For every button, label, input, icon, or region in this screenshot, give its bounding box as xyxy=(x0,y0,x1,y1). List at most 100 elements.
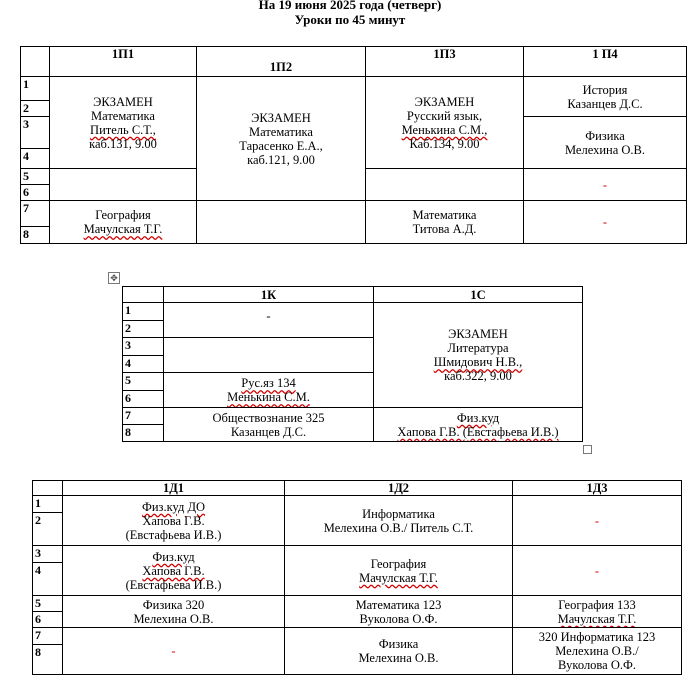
row-number: 4 xyxy=(20,148,50,169)
col-header-1p4: 1 П4 xyxy=(523,46,687,77)
cell-1d1-physics: Физика 320 Мелехина О.В. xyxy=(62,595,285,628)
cell-text: Информатика xyxy=(362,506,435,521)
cell-1p4-physics: Физика Мелехина О.В. xyxy=(523,116,687,169)
row-number: 7 xyxy=(122,407,164,425)
cell-text: Математика xyxy=(91,108,155,123)
col-header-1k: 1К xyxy=(163,286,374,303)
cell-text: Мачулская Т.Г. xyxy=(83,222,163,236)
cell-1d1-pe: Физ.куд ДО Хапова Г.В. (Евстафьева И.В.) xyxy=(62,495,285,546)
cell-text: История xyxy=(582,82,628,97)
cell-text: ЭКЗАМЕН xyxy=(93,94,153,109)
cell-1p1-empty xyxy=(49,168,197,201)
row-number: 3 xyxy=(32,545,63,563)
schedule-table-1d: 1Д1 1Д2 1Д3 1 Физ.куд ДО Хапова Г.В. (Ев… xyxy=(32,480,682,675)
cell-text: Мелехина О.В./ Питель С.Т. xyxy=(323,520,474,535)
row-number: 3 xyxy=(20,116,50,149)
cell-text: Вуколова О.Ф. xyxy=(359,611,438,626)
cell-text: Мелехина О.В./ xyxy=(555,644,639,658)
cell-text: Мелехина О.В. xyxy=(564,142,646,157)
cell-text: (Евстафьева И.В.) xyxy=(125,577,222,592)
row-number: 5 xyxy=(20,168,50,185)
cell-1p1-exam: ЭКЗАМЕН Математика Питель С.Т., каб.131,… xyxy=(49,76,197,169)
cell-text: Мачулская Т.Г. xyxy=(359,570,438,585)
cell-text: Физ.куд ДО xyxy=(141,499,206,514)
col-header-1p3: 1П3 xyxy=(365,46,524,77)
cell-text: ЭКЗАМЕН xyxy=(448,327,508,341)
cell-1p4-dash: - xyxy=(523,200,687,244)
row-number: 4 xyxy=(122,355,164,373)
schedule-table-1p: 1П1 1П2 1П3 1 П4 1 ЭКЗАМЕН Математика Пи… xyxy=(20,46,687,244)
row-number: 5 xyxy=(32,595,63,612)
row-number: 6 xyxy=(20,184,50,201)
cell-text: Мелехина О.В. xyxy=(358,651,439,665)
row-number: 5 xyxy=(122,372,164,391)
cell-1p3-exam: ЭКЗАМЕН Русский язык, Менькина С.М., Каб… xyxy=(365,76,524,169)
row-number: 3 xyxy=(122,337,164,356)
cell-1c-exam: ЭКЗАМЕН Литература Шмидович Н.В., каб.32… xyxy=(373,302,583,408)
cell-1k-social: Обществознание 325 Казанцев Д.С. xyxy=(163,407,374,442)
lesson-duration-title: Уроки по 45 минут xyxy=(294,12,406,27)
cell-text: Менькина С.М. xyxy=(227,390,310,404)
col-header-1p2: 1П2 xyxy=(196,46,366,77)
schedule-table-1k-1c: 1К 1С 1 - ЭКЗАМЕН Литература Шмидович Н.… xyxy=(122,286,583,442)
cell-1k-dash: - xyxy=(163,302,374,338)
cell-text: Каб.134, 9.00 xyxy=(409,136,480,151)
row-number: 4 xyxy=(32,562,63,596)
cell-text: Казанцев Д.С. xyxy=(230,424,307,439)
cell-text: Вуколова О.Ф. xyxy=(558,658,636,672)
cell-text: ЭКЗАМЕН xyxy=(251,110,311,125)
cell-text: Хапова Г.В. xyxy=(142,513,205,528)
cell-1d1-pe: Физ.куд Хапова Г.В. (Евстафьева И.В.) xyxy=(62,545,285,596)
cell-1k-russian: Рус.яз 134 Менькина С.М. xyxy=(163,372,374,408)
cell-text: Физика xyxy=(585,128,625,143)
cell-text: Обществознание 325 xyxy=(212,410,325,425)
schedule-date-title: На 19 июня 2025 года (четверг) xyxy=(258,0,442,12)
row-number: 8 xyxy=(32,644,63,675)
row-number: 2 xyxy=(122,320,164,338)
col-header-1d3: 1Д3 xyxy=(512,480,682,496)
cell-1c-pe: Физ.куд Хапова Г.В. (Евстафьева И.В.) xyxy=(373,407,583,442)
cell-text: Казанцев Д.С. xyxy=(567,96,643,111)
cell-1d1-dash: - xyxy=(62,627,285,675)
cell-text: Титова А.Д. xyxy=(412,222,477,236)
row-number: 1 xyxy=(32,495,63,513)
cell-1d3-dash: - xyxy=(512,545,682,596)
cell-text: Физ.куд xyxy=(152,549,195,564)
cell-text: каб.131, 9.00 xyxy=(89,136,157,151)
cell-1d3-dash: - xyxy=(512,495,682,546)
table-move-handle-icon[interactable]: ✥ xyxy=(108,272,120,284)
cell-1p3-empty xyxy=(365,168,524,201)
col-header-1d1: 1Д1 xyxy=(62,480,285,496)
cell-text: Хапова Г.В. xyxy=(142,563,205,578)
cell-1d3-geography: География 133 Мачулская Т.Г. xyxy=(512,595,682,628)
corner-cell xyxy=(32,480,63,496)
row-number: 1 xyxy=(20,76,50,101)
row-number: 8 xyxy=(122,424,164,442)
table-resize-handle-icon[interactable] xyxy=(583,445,592,454)
cell-text: Менькина С.М., xyxy=(401,122,488,137)
cell-text: Русский язык, xyxy=(406,108,483,123)
cell-1p2-exam: ЭКЗАМЕН Математика Тарасенко Е.А., каб.1… xyxy=(196,76,366,201)
cell-text: каб.322, 9.00 xyxy=(444,369,512,383)
cell-text: Шмидович Н.В., xyxy=(433,355,523,369)
cell-text: Хапова Г.В. (Евстафьева И.В.) xyxy=(397,424,559,439)
cell-1p3-math: Математика Титова А.Д. xyxy=(365,200,524,244)
cell-text: Мелехина О.В. xyxy=(133,611,214,626)
cell-text: Физика xyxy=(378,637,419,651)
row-number: 2 xyxy=(20,100,50,117)
row-number: 7 xyxy=(20,200,50,227)
cell-text: Литература xyxy=(447,341,509,355)
cell-1d2-math: Математика 123 Вуколова О.Ф. xyxy=(284,595,513,628)
row-number: 6 xyxy=(122,390,164,408)
cell-text: Рус.яз 134 xyxy=(241,376,296,390)
cell-text: 320 Информатика 123 xyxy=(538,630,656,644)
cell-1d2-geography: География Мачулская Т.Г. xyxy=(284,545,513,596)
col-header-1p1: 1П1 xyxy=(49,46,197,77)
cell-1d2-physics: Физика Мелехина О.В. xyxy=(284,627,513,675)
cell-text: Математика xyxy=(412,208,477,222)
corner-cell xyxy=(20,46,50,77)
cell-text: Тарасенко Е.А., xyxy=(239,138,323,153)
row-number: 6 xyxy=(32,611,63,628)
row-number: 8 xyxy=(20,226,50,244)
cell-1p4-dash: - xyxy=(523,168,687,201)
